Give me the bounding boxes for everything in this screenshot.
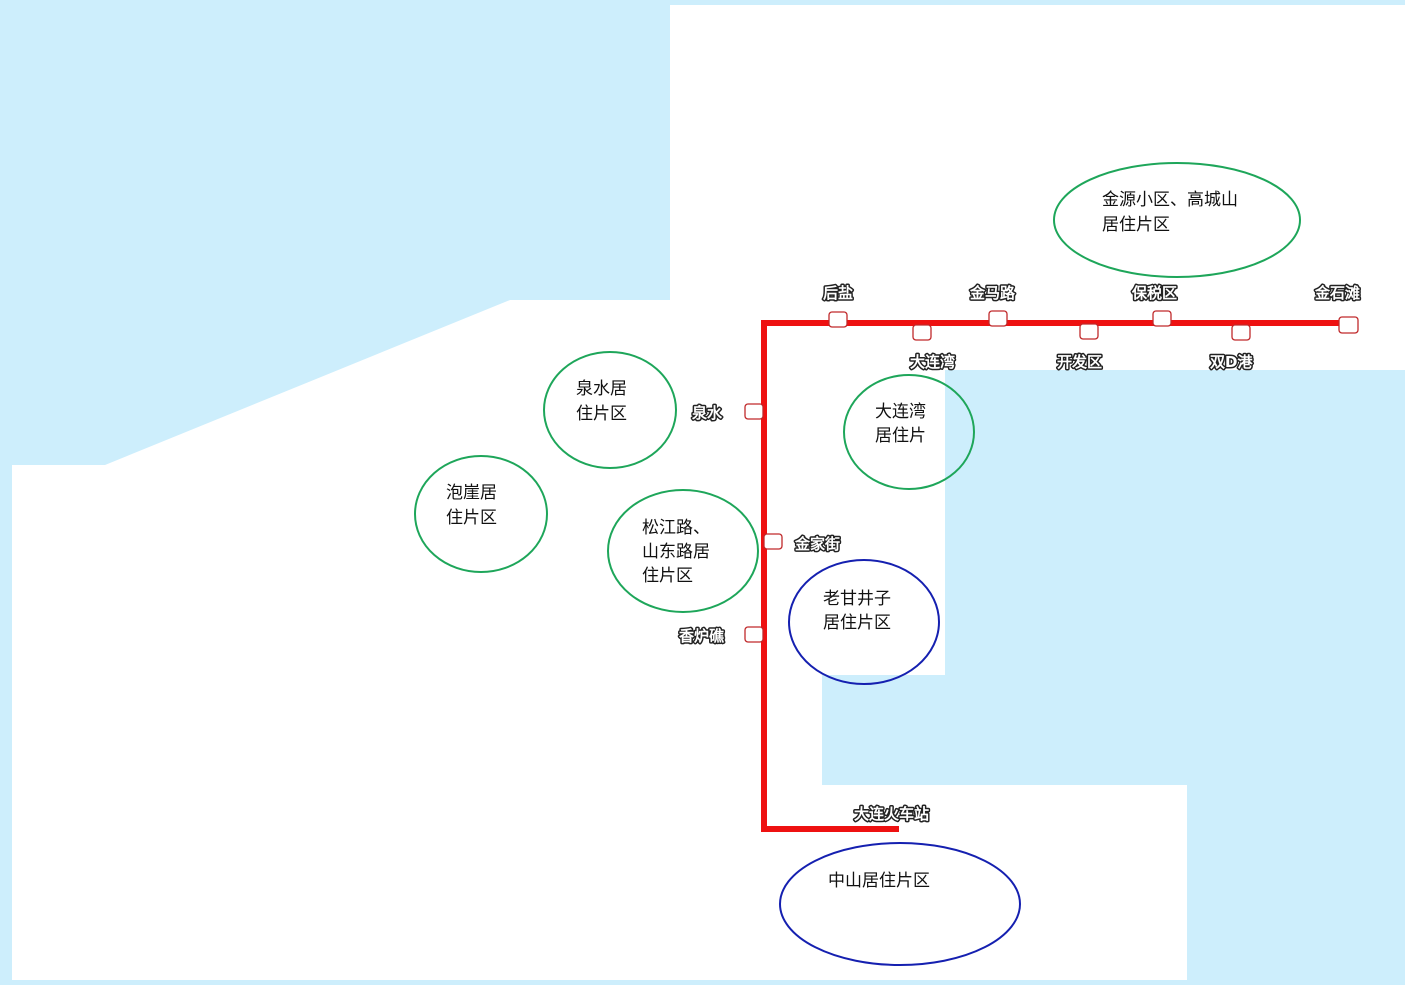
metro-line (761, 320, 1350, 832)
label-jinmalu: 金马路 (969, 284, 1016, 302)
label-jinjiajie: 金家街 (794, 535, 840, 553)
station-jinjiajie[interactable] (763, 533, 783, 550)
station-kaifaqu[interactable] (1079, 323, 1099, 340)
station-baoshuiqu[interactable] (1152, 310, 1172, 327)
label-housha: 后盐 (823, 284, 853, 302)
svg-text:居住片区: 居住片区 (823, 613, 891, 633)
station-housha[interactable] (828, 311, 848, 328)
area-songjiang: 松江路、 山东路居 住片区 (607, 489, 759, 613)
station-xianglujiao[interactable] (744, 626, 764, 643)
label-shuangdgang: 双D港 (1210, 353, 1253, 371)
svg-text:大连湾: 大连湾 (875, 402, 926, 422)
label-quanshui: 泉水 (691, 404, 723, 422)
station-dalianwan[interactable] (912, 324, 932, 341)
label-kaifaqu: 开发区 (1057, 353, 1102, 371)
svg-text:金源小区、高城山: 金源小区、高城山 (1102, 190, 1238, 210)
label-xianglujiao: 香炉礁 (679, 627, 724, 645)
area-jinyuan: 金源小区、高城山 居住片区 (1053, 162, 1301, 278)
svg-text:居住片: 居住片 (875, 426, 926, 446)
label-dalian-station: 大连火车站 (854, 805, 929, 823)
station-shuangdgang[interactable] (1231, 324, 1251, 341)
svg-text:泉水居: 泉水居 (576, 379, 627, 399)
svg-text:中山居住片区: 中山居住片区 (828, 871, 930, 891)
label-baoshuiqu: 保税区 (1131, 284, 1177, 302)
area-paoya: 泡崖居 住片区 (414, 455, 548, 573)
area-zhongshan: 中山居住片区 (779, 842, 1021, 966)
station-jinmalu[interactable] (988, 310, 1008, 327)
label-dalianwan: 大连湾 (910, 353, 955, 371)
area-dalianwan: 大连湾 居住片 (843, 374, 975, 490)
svg-text:山东路居: 山东路居 (642, 542, 710, 562)
station-quanshui[interactable] (744, 403, 764, 420)
label-jinshitan: 金石滩 (1314, 284, 1360, 302)
svg-text:住片区: 住片区 (576, 404, 627, 424)
station-jinshitan[interactable] (1338, 316, 1359, 334)
svg-text:住片区: 住片区 (642, 566, 693, 586)
svg-text:居住片区: 居住片区 (1102, 215, 1170, 235)
svg-text:松江路、: 松江路、 (642, 518, 710, 538)
svg-text:老甘井子: 老甘井子 (823, 589, 891, 609)
svg-text:泡崖居: 泡崖居 (446, 483, 497, 503)
area-quanshui: 泉水居 住片区 (543, 351, 677, 469)
area-laoganjingzi: 老甘井子 居住片区 (788, 559, 940, 685)
svg-text:住片区: 住片区 (446, 508, 497, 528)
